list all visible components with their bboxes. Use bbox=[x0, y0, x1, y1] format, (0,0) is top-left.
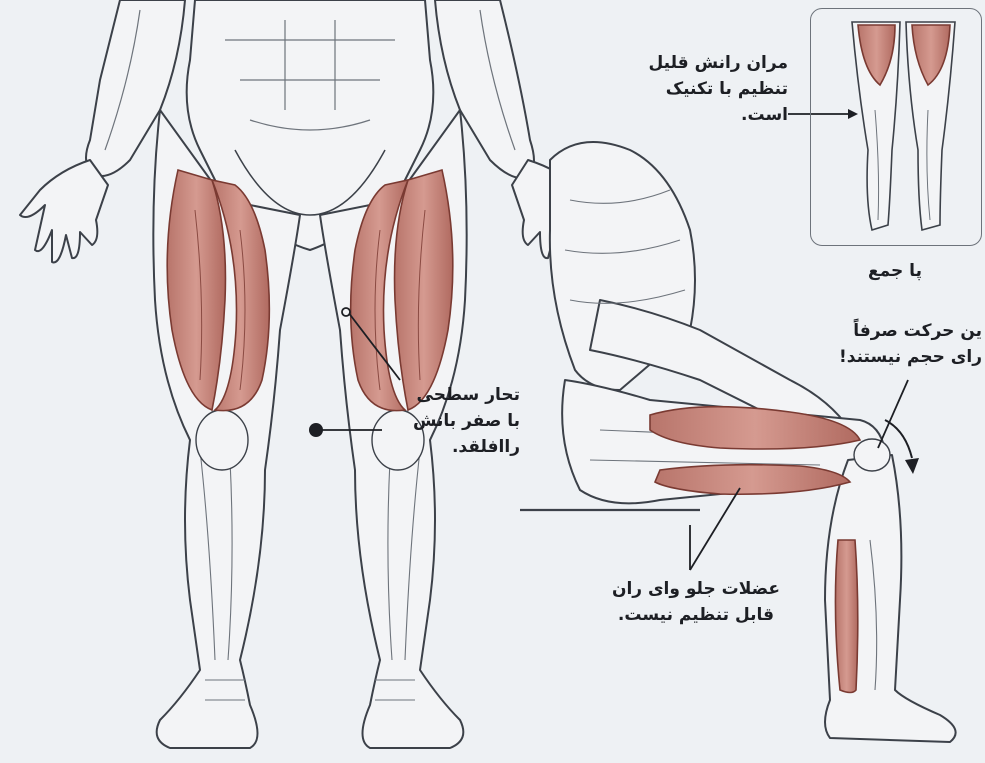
bottom-note-line-1: عضلات جلو وای ران bbox=[612, 576, 780, 602]
side-note-line-1: ین حرکت صرفاً bbox=[839, 318, 982, 344]
pointer-dot-icon bbox=[309, 423, 323, 437]
side-note-line-2: رای حجم نیستند! bbox=[839, 344, 982, 370]
top-note: مران رانش قلیل تنظیم با تکنیک است. bbox=[649, 50, 789, 128]
front-view-figure bbox=[20, 0, 600, 748]
side-note: ین حرکت صرفاً رای حجم نیستند! bbox=[839, 318, 982, 370]
front-note-line-2: با صفر بانش bbox=[413, 408, 520, 434]
front-note-line-3: راافلقد. bbox=[413, 434, 520, 460]
inset-frame bbox=[810, 8, 982, 246]
top-note-line-1: مران رانش قلیل bbox=[649, 50, 789, 76]
front-note-line-1: تحار سطحی bbox=[413, 382, 520, 408]
front-note: تحار سطحی با صفر بانش راافلقد. bbox=[413, 382, 520, 460]
bottom-note: عضلات جلو وای ران قابل تنظیم نیست. bbox=[612, 576, 780, 628]
inset-caption: پا جمع bbox=[868, 258, 922, 284]
arrow-head bbox=[905, 458, 919, 474]
top-note-line-3: است. bbox=[649, 102, 789, 128]
top-note-line-2: تنظیم با تکنیک bbox=[649, 76, 789, 102]
left-hand bbox=[20, 160, 108, 262]
bottom-note-line-2: قابل تنظیم نیست. bbox=[612, 602, 780, 628]
